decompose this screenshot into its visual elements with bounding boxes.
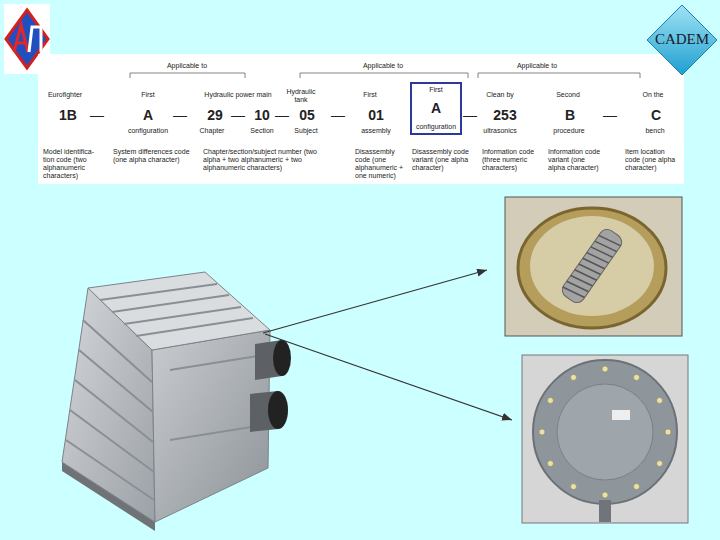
code-separator: — [331, 107, 345, 123]
node-text: A [431, 100, 441, 116]
code-separator: — [90, 107, 104, 123]
node-text: CADEM [655, 31, 709, 48]
cover-plate-photo [522, 355, 688, 523]
code-field: A [143, 107, 153, 123]
field-meaning: Hydraulic power main [204, 91, 271, 99]
code-field: C [651, 107, 661, 123]
highlight-box: FirstAconfiguration [410, 82, 462, 135]
field-meaning: Eurofighter [48, 91, 82, 99]
field-description: Information code (three numeric characte… [482, 148, 542, 172]
pointer-arrow [263, 270, 512, 420]
code-separator: — [275, 107, 289, 123]
field-description: Model identifica- tion code (two alphanu… [43, 148, 101, 180]
field-meaning: Hydraulic tank [283, 88, 319, 104]
applicability-header: Applicable to [363, 62, 403, 70]
field-meaning: First [141, 91, 155, 99]
field-name: Section [250, 127, 273, 135]
field-name: assembly [361, 127, 391, 135]
node-text: configuration [416, 123, 456, 131]
field-meaning: First [363, 91, 377, 99]
code-separator: — [173, 107, 187, 123]
code-field: 10 [254, 107, 270, 123]
spring-valve-photo [505, 197, 682, 336]
code-separator: — [463, 107, 477, 123]
field-name: configuration [128, 127, 168, 135]
code-field: 29 [207, 107, 223, 123]
field-description: Item location code (one alpha character) [625, 148, 681, 172]
code-field: 05 [299, 107, 315, 123]
applicability-header: Applicable to [517, 62, 557, 70]
field-meaning: On the [642, 91, 663, 99]
applicability-header: Applicable to [167, 62, 207, 70]
field-description: System differences code (one alpha chara… [113, 148, 193, 164]
hydraulic-unit-photo [62, 272, 291, 531]
field-meaning: Clean by [486, 91, 514, 99]
field-description: Disassembly code variant (one alpha char… [412, 148, 474, 172]
node-text: First [429, 86, 443, 94]
field-name: Subject [294, 127, 317, 135]
code-panel [38, 54, 684, 184]
code-field: 01 [368, 107, 384, 123]
code-field: 1B [59, 107, 77, 123]
brand-diamond: CADEM [646, 4, 718, 76]
field-name: Chapter [200, 127, 225, 135]
field-name: procedure [553, 127, 585, 135]
code-separator: — [231, 107, 245, 123]
code-separator: — [603, 107, 617, 123]
field-description: Information code variant (one alpha char… [548, 148, 604, 172]
code-field: 253 [493, 107, 516, 123]
field-name: bench [645, 127, 664, 135]
applicability-bracket [130, 73, 640, 78]
field-name: ultrasonics [483, 127, 516, 135]
field-meaning: Second [556, 91, 580, 99]
field-description: Chapter/section/subject number (two alph… [203, 148, 317, 172]
code-field: B [565, 107, 575, 123]
field-description: Disassembly code (one alphanumeric + one… [355, 148, 407, 180]
